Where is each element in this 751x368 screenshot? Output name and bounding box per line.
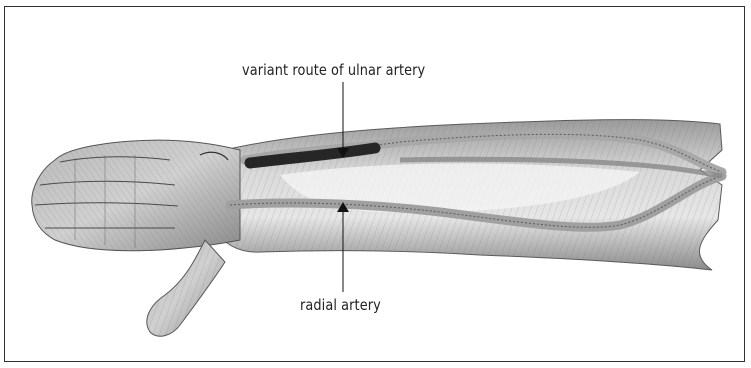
hand [32, 140, 240, 336]
label-radial-artery: radial artery [300, 296, 381, 314]
label-ulnar-variant: variant route of ulnar artery [242, 61, 425, 79]
